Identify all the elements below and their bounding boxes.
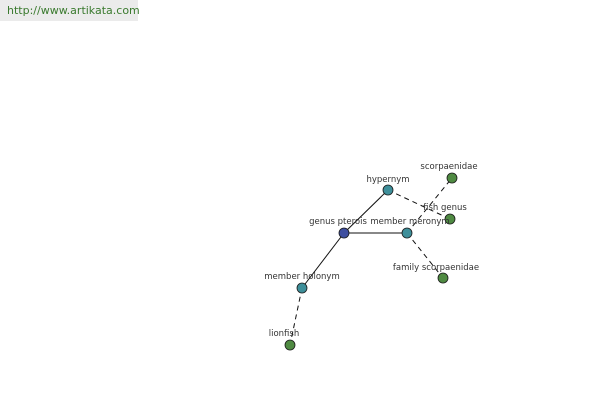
edge-member-holonym-to-lionfish: [289, 287, 303, 346]
edge-member-meronym-to-scorpaenidae: [406, 177, 453, 234]
edge-hypernym-to-fish-genus: [387, 189, 451, 220]
node-label-lionfish: lionfish: [269, 329, 299, 339]
node-label-hypernym: hypernym: [366, 175, 409, 185]
node-family-scorpaenidae[interactable]: [437, 272, 449, 284]
node-genus-pterois[interactable]: [338, 227, 350, 239]
edge-genus-pterois-to-hypernym: [343, 189, 389, 234]
node-hypernym[interactable]: [382, 184, 394, 196]
edge-member-meronym-to-family-scorpaenidae: [406, 232, 444, 279]
node-scorpaenidae[interactable]: [446, 172, 458, 184]
edges-group: [289, 177, 453, 346]
edge-genus-pterois-to-member-holonym: [301, 232, 345, 289]
node-label-scorpaenidae: scorpaenidae: [420, 162, 477, 172]
source-link[interactable]: http://www.artikata.com: [0, 0, 140, 21]
nodes-group: [284, 172, 458, 351]
node-label-family-scorpaenidae: family scorpaenidae: [393, 263, 479, 273]
node-label-member-holonym: member holonym: [264, 272, 339, 282]
node-label-member-meronym: member meronym: [370, 217, 449, 227]
node-member-meronym[interactable]: [401, 227, 413, 239]
node-label-fish-genus: fish genus: [423, 203, 467, 213]
node-fish-genus[interactable]: [444, 213, 456, 225]
node-lionfish[interactable]: [284, 339, 296, 351]
labels-group: genus pterois hypernym member meronym membe…: [264, 162, 479, 339]
node-label-genus-pterois: genus pterois: [309, 217, 367, 227]
node-member-holonym[interactable]: [296, 282, 308, 294]
